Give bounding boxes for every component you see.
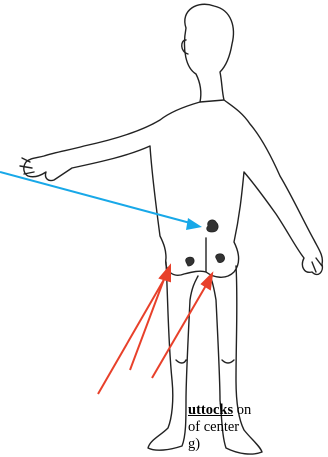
right-hand-fingers	[312, 258, 322, 272]
lesion-marker-right-buttock	[216, 254, 225, 263]
red-arrow-2-line	[152, 282, 208, 378]
caption-line-2: of center	[188, 419, 328, 436]
head-outline	[184, 4, 233, 102]
torso-outline	[24, 100, 323, 277]
caption-line-3: g)	[188, 436, 328, 453]
caption-text: uttocks on of center g)	[188, 402, 328, 453]
blue-arrowhead	[186, 218, 202, 230]
caption-line-1: uttocks on	[188, 402, 328, 419]
red-arrow-1-line	[130, 274, 166, 370]
red-arrow-3-line	[98, 276, 166, 394]
knee-crease	[176, 360, 234, 363]
red-arrow-2-head	[202, 274, 212, 289]
left-hand-fingers	[20, 158, 34, 174]
blue-arrow	[0, 172, 202, 230]
caption-line-1-rest: on	[233, 402, 251, 418]
red-arrows	[98, 266, 212, 394]
lesion-marker-upper	[207, 220, 218, 232]
caption-bold-word: uttocks	[188, 402, 233, 418]
human-figure-back-view	[20, 4, 322, 454]
lesion-marker-left-buttock	[186, 257, 194, 266]
